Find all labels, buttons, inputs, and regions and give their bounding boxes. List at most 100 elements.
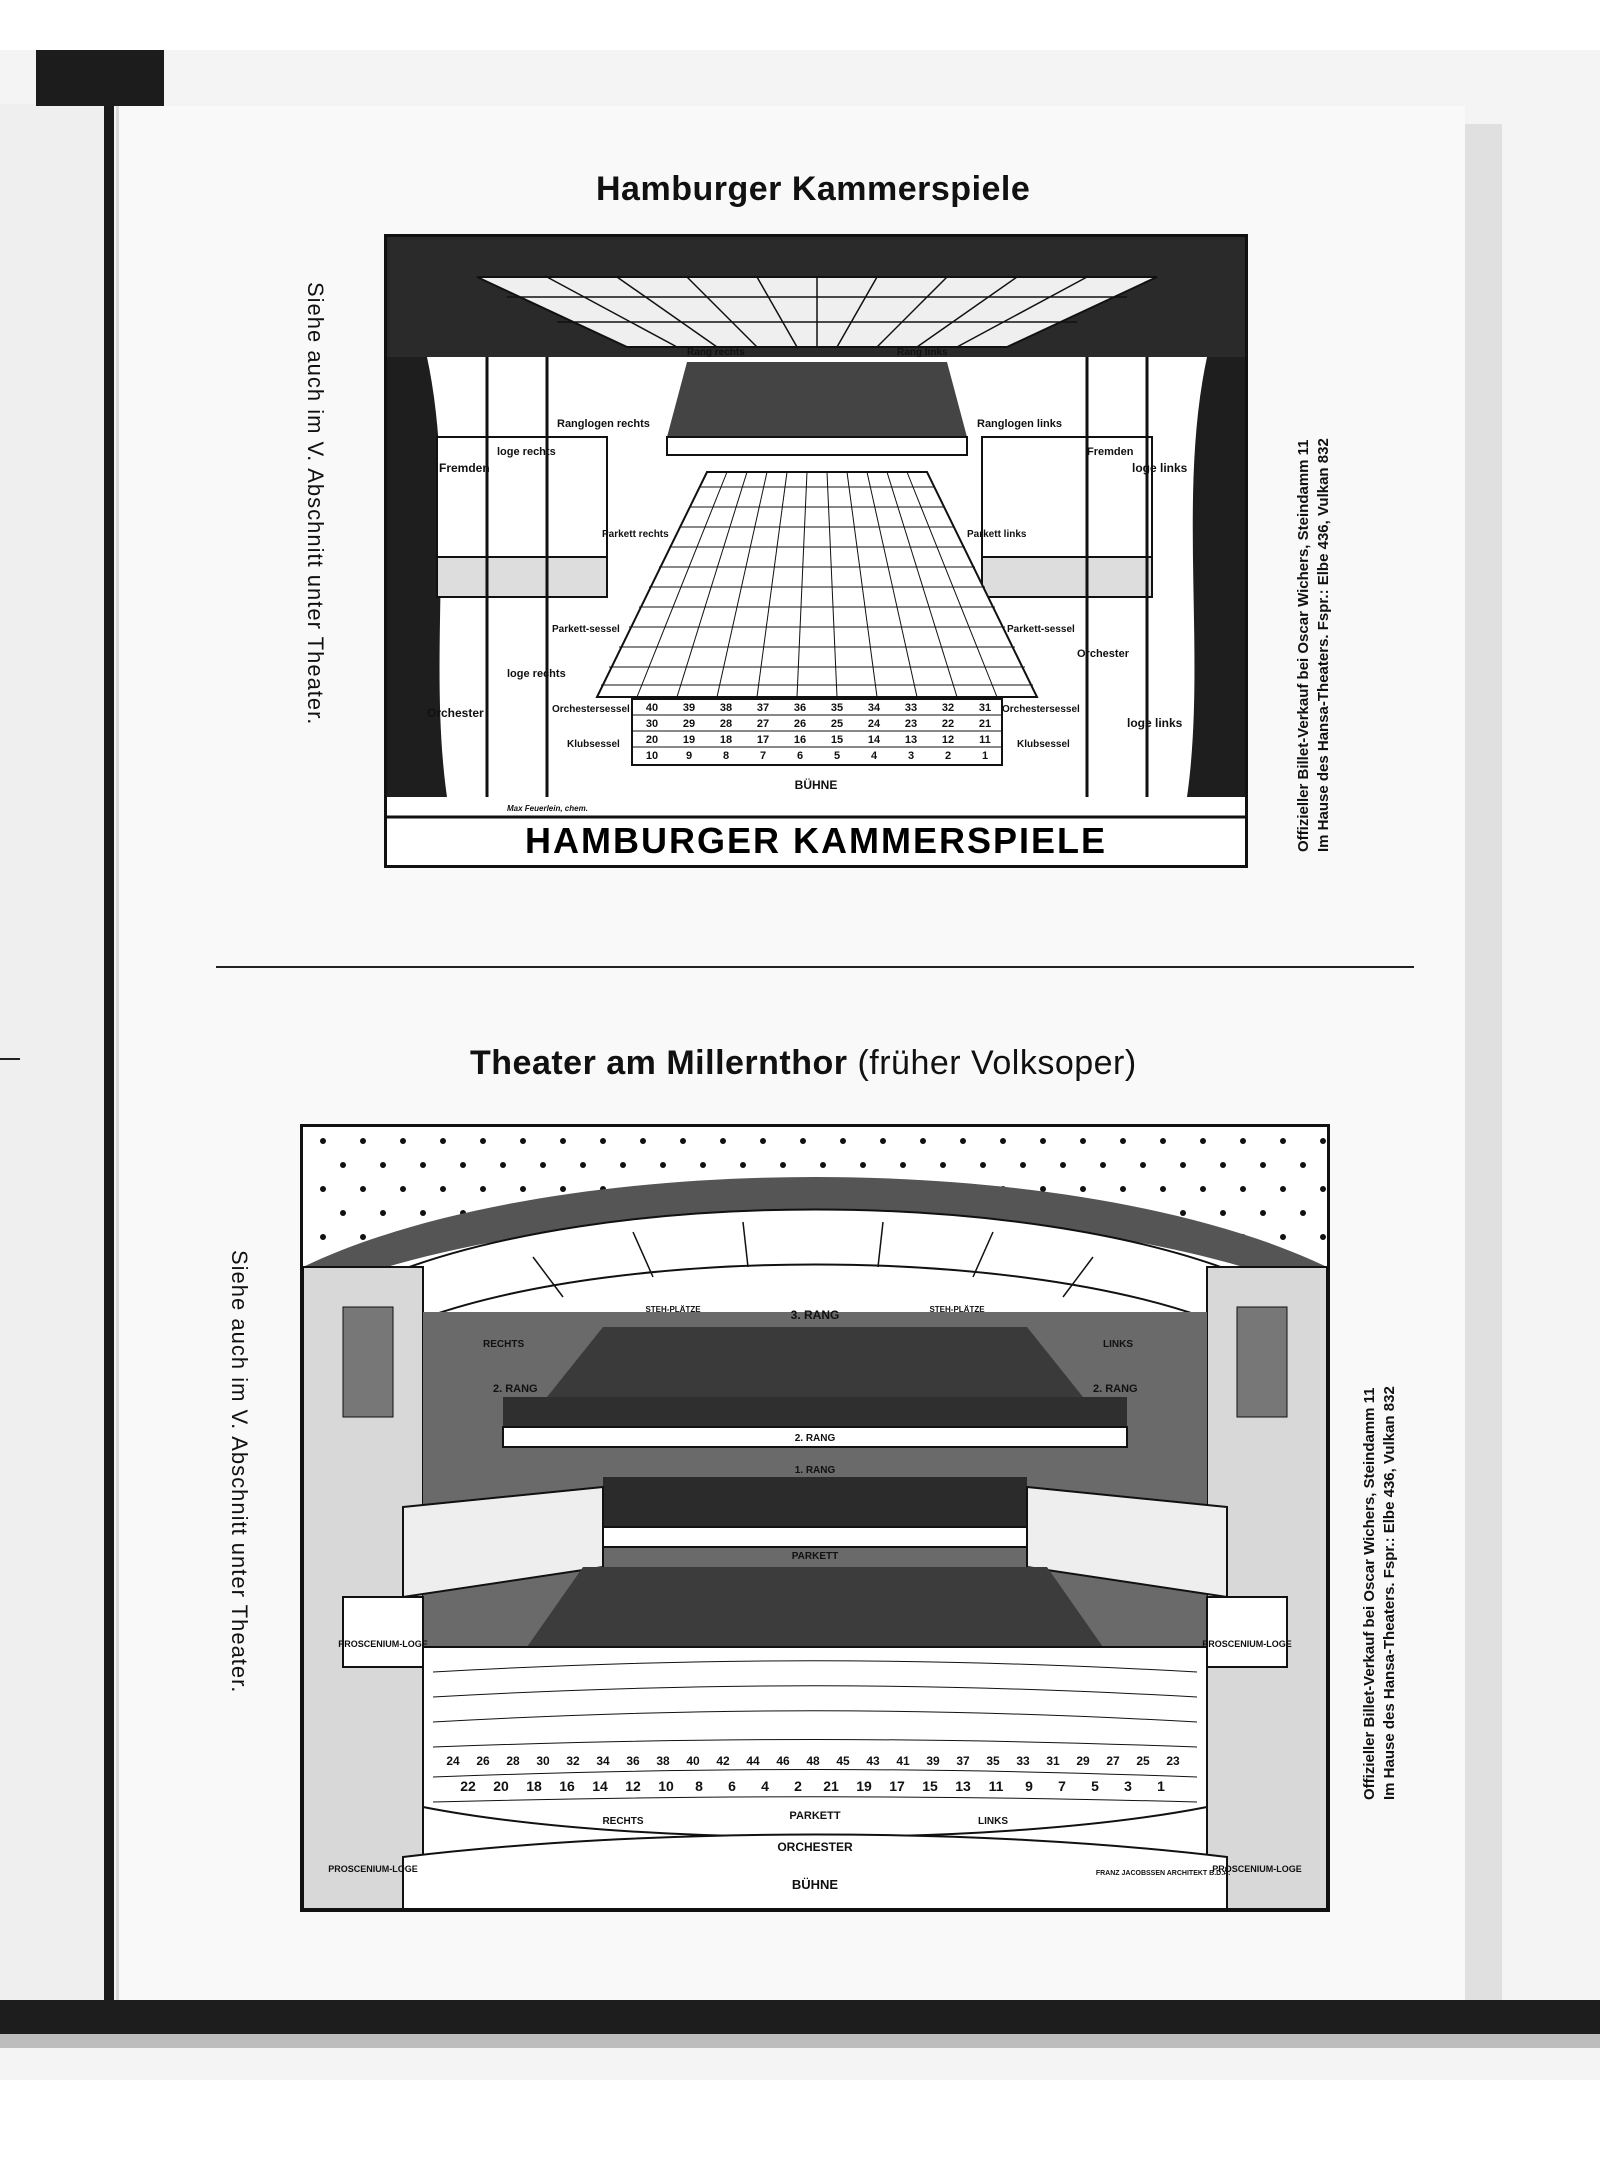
seat-number: 33: [1016, 1754, 1030, 1768]
ceiling-dot: [400, 1138, 406, 1144]
ceiling-dot: [1060, 1162, 1066, 1168]
label-orchestersessel-l: Orchestersessel: [1002, 704, 1080, 715]
label-ranglogen-links: Ranglogen links: [977, 418, 1062, 430]
seat-number: 25: [1136, 1754, 1150, 1768]
ceiling-dot: [620, 1162, 626, 1168]
seat-number: 12: [625, 1778, 641, 1794]
label-proscenium-left: PROSCENIUM-LOGE: [338, 1639, 428, 1649]
seat-number: 8: [695, 1778, 703, 1794]
ceiling-dot: [740, 1162, 746, 1168]
ceiling-dot: [560, 1138, 566, 1144]
parkett-seating-area: [595, 471, 1039, 698]
label-proscenium-bottom-right: PROSCENIUM-LOGE: [1212, 1864, 1302, 1874]
label-rechts-front: RECHTS: [602, 1816, 643, 1827]
ceiling-dot: [420, 1210, 426, 1216]
ceiling-dot: [1260, 1162, 1266, 1168]
label-orchesterloge-links: Orchester: [1077, 648, 1130, 660]
architect-credit: FRANZ JACOBSSEN ARCHITEKT B.D.A.: [1096, 1870, 1230, 1877]
seat-number: 35: [986, 1754, 1000, 1768]
seat-number: 32: [942, 702, 954, 714]
millernthor-sales-info: Offizieller Billet-Verkauf bei Oscar Wic…: [1360, 1210, 1400, 1800]
seat-number: 37: [956, 1754, 970, 1768]
ceiling-dot: [1160, 1138, 1166, 1144]
seat-number: 17: [757, 734, 769, 746]
ceiling-dot: [860, 1162, 866, 1168]
sales-line-1: Offizieller Billet-Verkauf bei Oscar Wic…: [1295, 439, 1312, 852]
label-links: LINKS: [1103, 1339, 1133, 1350]
millernthor-title-bold: Theater am Millernthor: [470, 1044, 848, 1082]
ceiling-dot: [780, 1162, 786, 1168]
ceiling-dot: [1220, 1210, 1226, 1216]
ceiling-dot: [480, 1138, 486, 1144]
seat-number: 13: [905, 734, 917, 746]
left-box-tier: [436, 436, 608, 558]
kammerspiele-sales-info: Offizieller Billet-Verkauf bei Oscar Wic…: [1294, 262, 1334, 852]
ceiling-dot: [1200, 1138, 1206, 1144]
seat-number: 31: [979, 702, 991, 714]
seat-number: 26: [794, 718, 806, 730]
ceiling-dot: [1120, 1138, 1126, 1144]
ceiling-dot: [320, 1186, 326, 1192]
margin-tick: [0, 1058, 20, 1060]
seat-number: 25: [831, 718, 843, 730]
label-rang-2-center: 2. RANG: [795, 1433, 836, 1444]
ceiling-dot: [480, 1186, 486, 1192]
ceiling-dot: [1220, 1162, 1226, 1168]
millernthor-title: Theater am Millernthor (früher Volksoper…: [470, 1044, 1137, 1083]
left-page-edge: [0, 104, 112, 2004]
ceiling-dot: [820, 1162, 826, 1168]
stage-area: [402, 1833, 1228, 1909]
left-curtain: [387, 357, 447, 797]
millernthor-side-note: Siehe auch im V. Abschnitt unter Theater…: [227, 1250, 252, 1694]
seat-number: 38: [720, 702, 732, 714]
ceiling-dot: [580, 1162, 586, 1168]
ceiling-dot: [340, 1162, 346, 1168]
ceiling-dot: [360, 1186, 366, 1192]
ceiling-dot: [1160, 1186, 1166, 1192]
rear-balcony: [667, 362, 967, 437]
seat-number: 27: [1106, 1754, 1120, 1768]
seat-number: 3: [1124, 1778, 1132, 1794]
ceiling-dot: [760, 1138, 766, 1144]
ceiling-dot: [960, 1138, 966, 1144]
label-loge-rechts: loge rechts: [497, 446, 556, 458]
ceiling-dot: [1100, 1162, 1106, 1168]
rang-3-seating: [547, 1327, 1083, 1397]
ceiling-dot: [1260, 1210, 1266, 1216]
seat-number: 34: [868, 702, 881, 714]
seat-number: 4: [761, 1778, 769, 1794]
ceiling-dot: [1040, 1186, 1046, 1192]
label-parkettsessel-r: Parkett-sessel: [552, 624, 620, 635]
label-klubsessel-l: Klubsessel: [1017, 739, 1070, 750]
ceiling-dot: [540, 1162, 546, 1168]
seat-number: 23: [1166, 1754, 1180, 1768]
ceiling-dot: [340, 1210, 346, 1216]
label-proscenium-bottom-left: PROSCENIUM-LOGE: [328, 1864, 418, 1874]
ceiling-dot: [1320, 1186, 1326, 1192]
ceiling-dot: [1200, 1186, 1206, 1192]
ceiling-dot: [560, 1186, 566, 1192]
ceiling-dot: [640, 1138, 646, 1144]
label-orchester: ORCHESTER: [777, 1840, 853, 1854]
ceiling-dot: [680, 1138, 686, 1144]
front-rows: [631, 698, 1003, 766]
seat-number: 22: [942, 718, 954, 730]
seat-number: 38: [656, 1754, 670, 1768]
label-ranglogen-rechts: Ranglogen rechts: [557, 418, 650, 430]
millernthor-title-rest: (früher Volksoper): [857, 1044, 1137, 1082]
label-loge-links: loge links: [1132, 461, 1188, 475]
ceiling-dot: [360, 1234, 366, 1240]
seat-number: 24: [446, 1754, 460, 1768]
ceiling-dot: [940, 1162, 946, 1168]
seat-number: 6: [728, 1778, 736, 1794]
label-rang-2-right: 2. RANG: [1093, 1383, 1138, 1395]
sales-line-1: Offizieller Billet-Verkauf bei Oscar Wic…: [1361, 1387, 1378, 1800]
seat-number: 35: [831, 702, 843, 714]
right-curtain: [1187, 357, 1245, 797]
label-stage: BÜHNE: [792, 1877, 839, 1892]
ceiling-dot: [900, 1162, 906, 1168]
ceiling-dot: [360, 1138, 366, 1144]
